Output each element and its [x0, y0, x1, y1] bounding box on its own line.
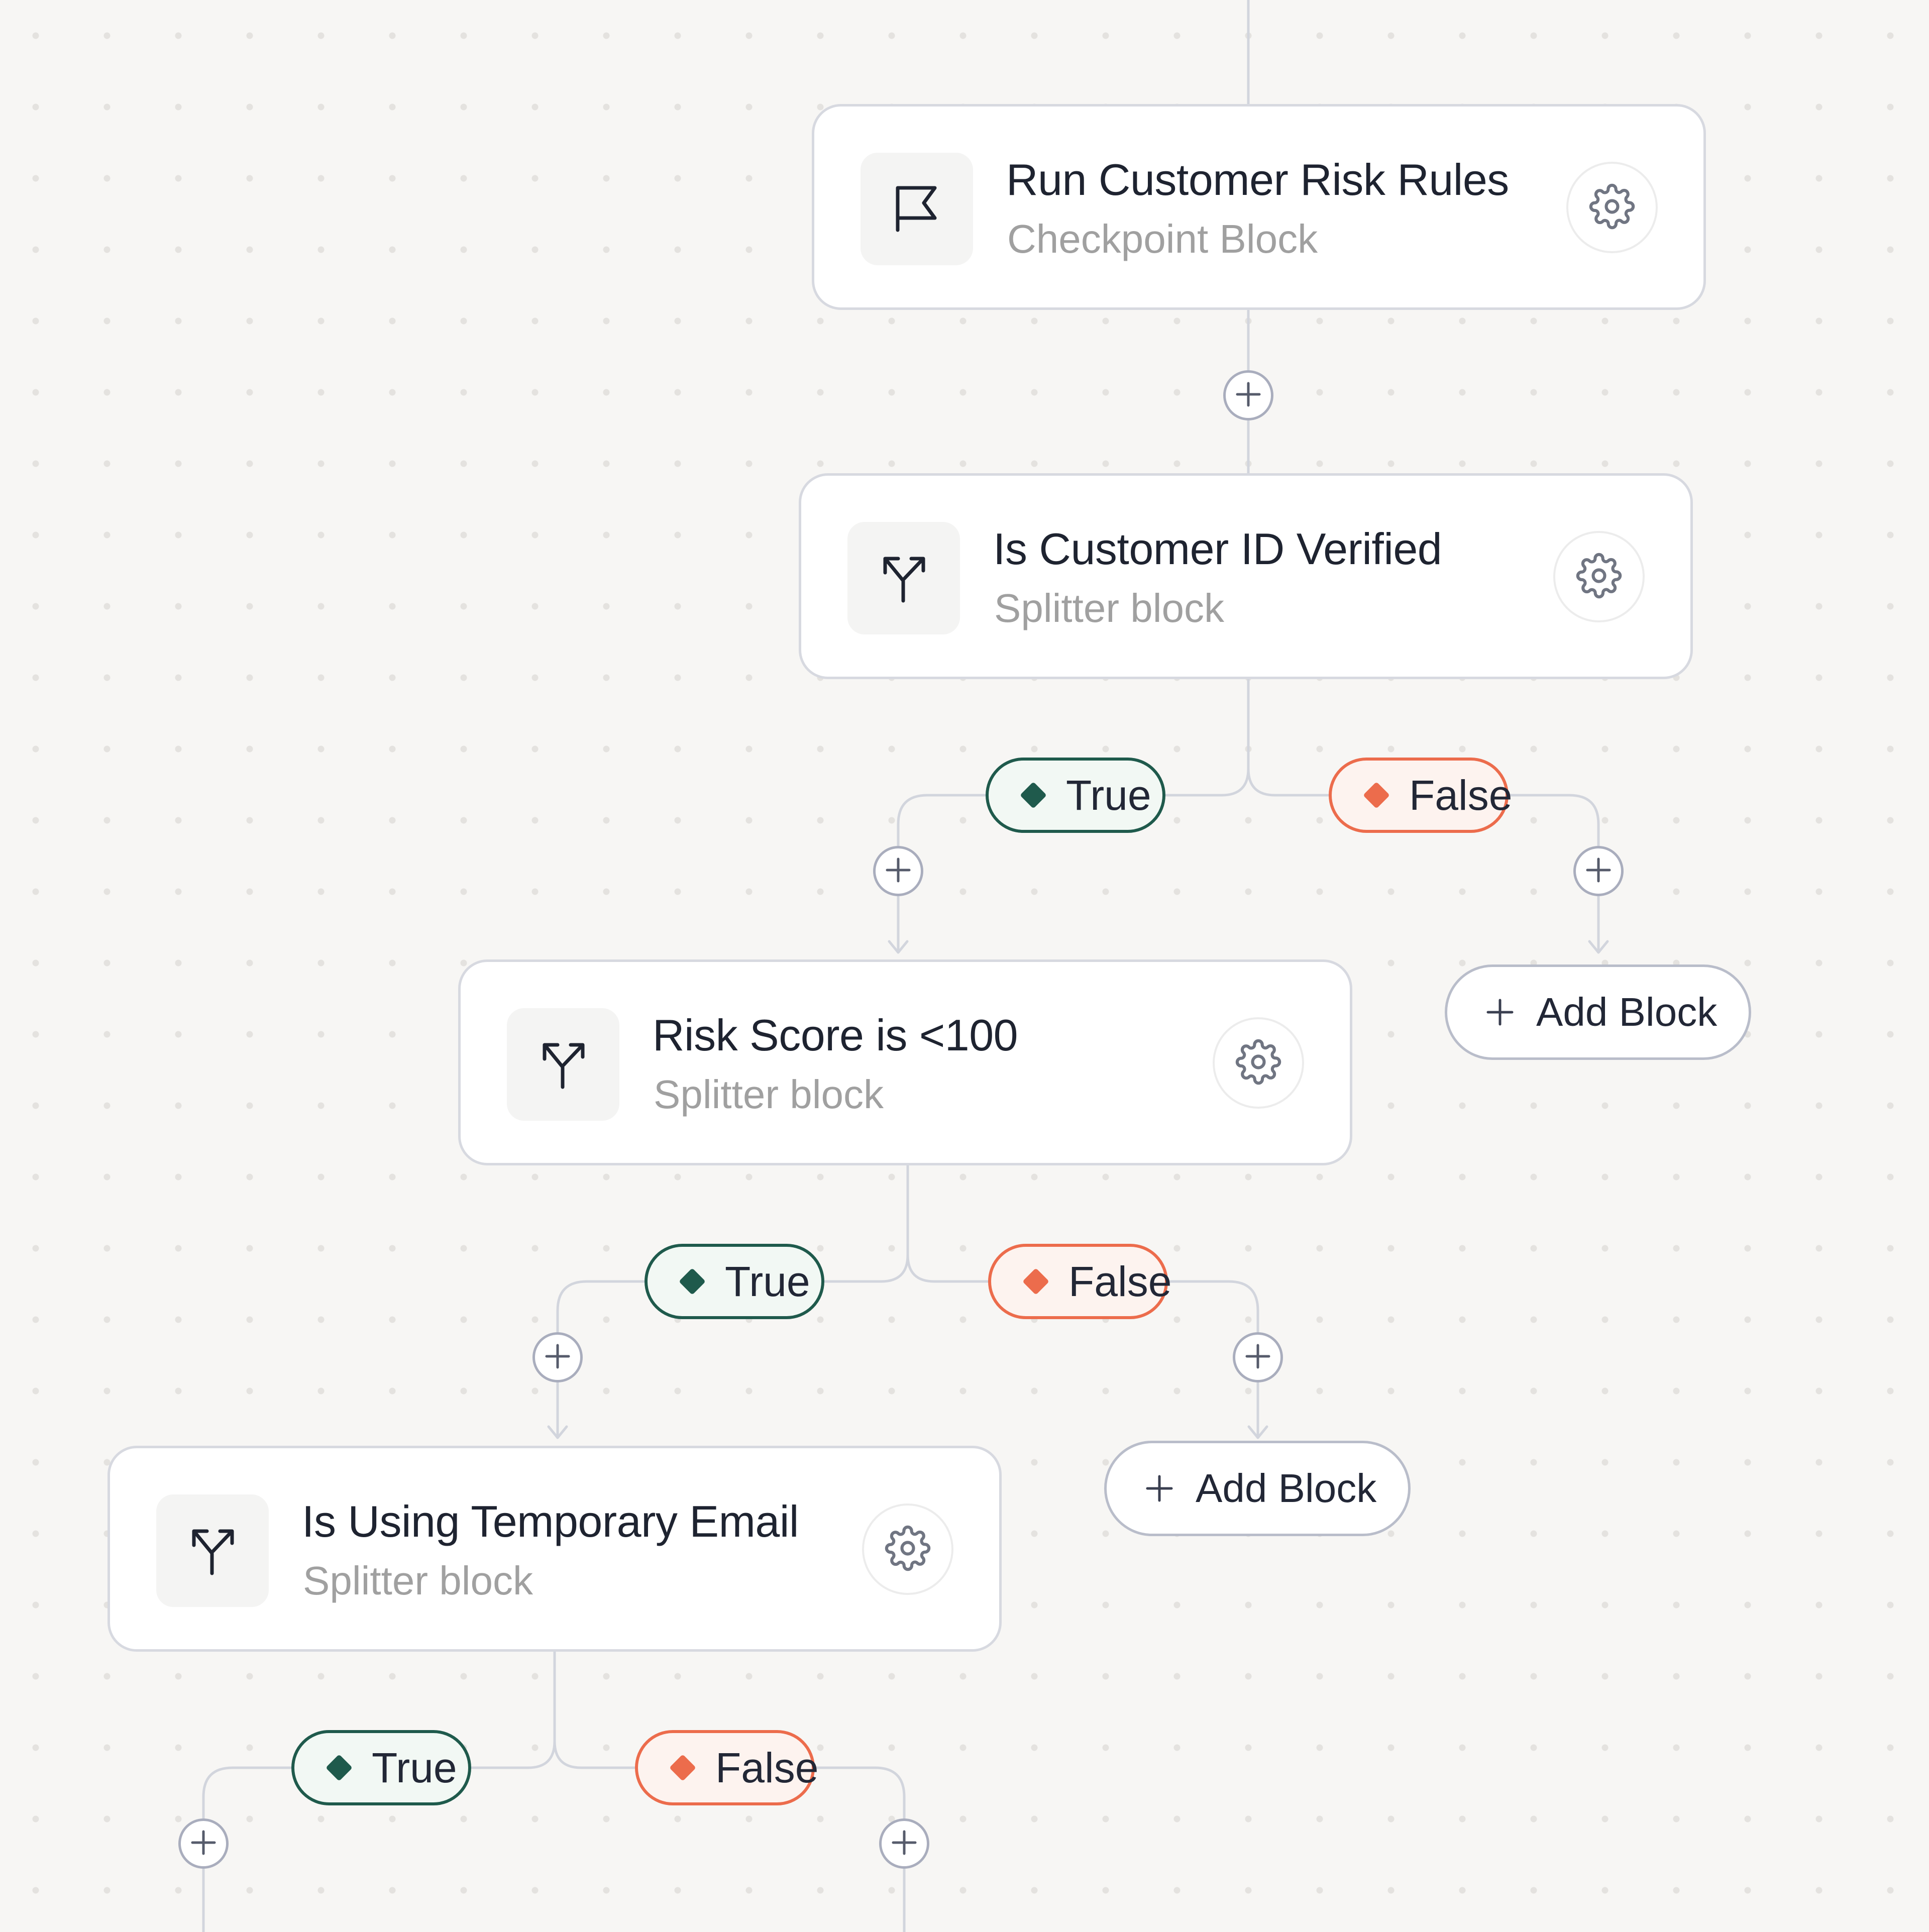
plus-icon [544, 1342, 572, 1373]
plus-icon [1244, 1342, 1272, 1373]
block-title: Is Customer ID Verified [993, 524, 1442, 574]
add-block-label: Add Block [1196, 1466, 1377, 1511]
block-settings-button[interactable] [1566, 162, 1658, 253]
branch-false-pill[interactable]: False [988, 1244, 1172, 1319]
add-step-button[interactable] [532, 1332, 583, 1382]
plus-icon [890, 1829, 918, 1859]
split-arrows-icon [876, 550, 931, 607]
branch-true-pill[interactable]: True [291, 1730, 471, 1805]
branch-label: True [1066, 771, 1151, 819]
block-is-using-temporary-email[interactable]: Is Using Temporary Email Splitter block [108, 1446, 1002, 1652]
diamond-icon [1022, 1268, 1049, 1295]
block-icon-container [156, 1494, 269, 1607]
gear-icon [1576, 553, 1622, 601]
branch-label: True [372, 1744, 457, 1791]
block-icon-container [847, 522, 960, 634]
block-risk-score[interactable]: Risk Score is <100 Splitter block [458, 959, 1352, 1165]
flag-icon [893, 183, 941, 236]
plus-icon [1234, 380, 1262, 411]
diamond-icon [679, 1268, 706, 1295]
branch-false-pill[interactable]: False [1329, 758, 1513, 833]
split-arrows-icon [185, 1522, 240, 1580]
add-step-button[interactable] [1233, 1332, 1283, 1382]
block-settings-button[interactable] [862, 1504, 953, 1595]
add-step-button[interactable] [178, 1818, 229, 1869]
branch-label: False [715, 1744, 819, 1791]
diamond-icon [669, 1754, 696, 1781]
block-type-label: Splitter block [303, 1558, 533, 1603]
add-block-button[interactable]: Add Block [1445, 964, 1751, 1060]
block-icon-container [507, 1008, 619, 1121]
split-arrows-icon [535, 1036, 591, 1094]
plus-icon [1144, 1473, 1174, 1504]
add-step-button[interactable] [879, 1818, 929, 1869]
block-type-label: Splitter block [994, 586, 1224, 630]
branch-label: True [725, 1257, 810, 1305]
block-type-label: Splitter block [654, 1072, 884, 1117]
block-settings-button[interactable] [1553, 531, 1645, 622]
plus-icon [1485, 997, 1515, 1027]
block-run-customer-risk-rules[interactable]: Run Customer Risk Rules Checkpoint Block [812, 104, 1706, 310]
plus-icon [1584, 856, 1613, 887]
branch-label: False [1409, 771, 1513, 819]
add-step-button[interactable] [1223, 370, 1273, 420]
block-title: Is Using Temporary Email [302, 1496, 799, 1546]
branch-true-pill[interactable]: True [986, 758, 1165, 833]
branch-true-pill[interactable]: True [645, 1244, 824, 1319]
block-title: Risk Score is <100 [653, 1010, 1018, 1060]
block-is-customer-id-verified[interactable]: Is Customer ID Verified Splitter block [799, 473, 1693, 679]
diamond-icon [326, 1754, 353, 1781]
gear-icon [1589, 183, 1635, 232]
add-step-button[interactable] [873, 846, 923, 896]
gear-icon [885, 1525, 931, 1574]
block-title: Run Customer Risk Rules [1006, 155, 1509, 204]
block-settings-button[interactable] [1213, 1017, 1304, 1109]
add-block-button[interactable]: Add Block [1104, 1441, 1411, 1536]
block-icon-container [861, 153, 973, 265]
gear-icon [1235, 1039, 1281, 1088]
add-block-label: Add Block [1536, 990, 1718, 1034]
block-type-label: Checkpoint Block [1007, 217, 1318, 261]
plus-icon [884, 856, 912, 887]
diamond-icon [1363, 782, 1390, 809]
add-step-button[interactable] [1573, 846, 1624, 896]
plus-icon [189, 1829, 218, 1859]
diamond-icon [1020, 782, 1047, 809]
branch-label: False [1068, 1257, 1172, 1305]
branch-false-pill[interactable]: False [635, 1730, 819, 1805]
